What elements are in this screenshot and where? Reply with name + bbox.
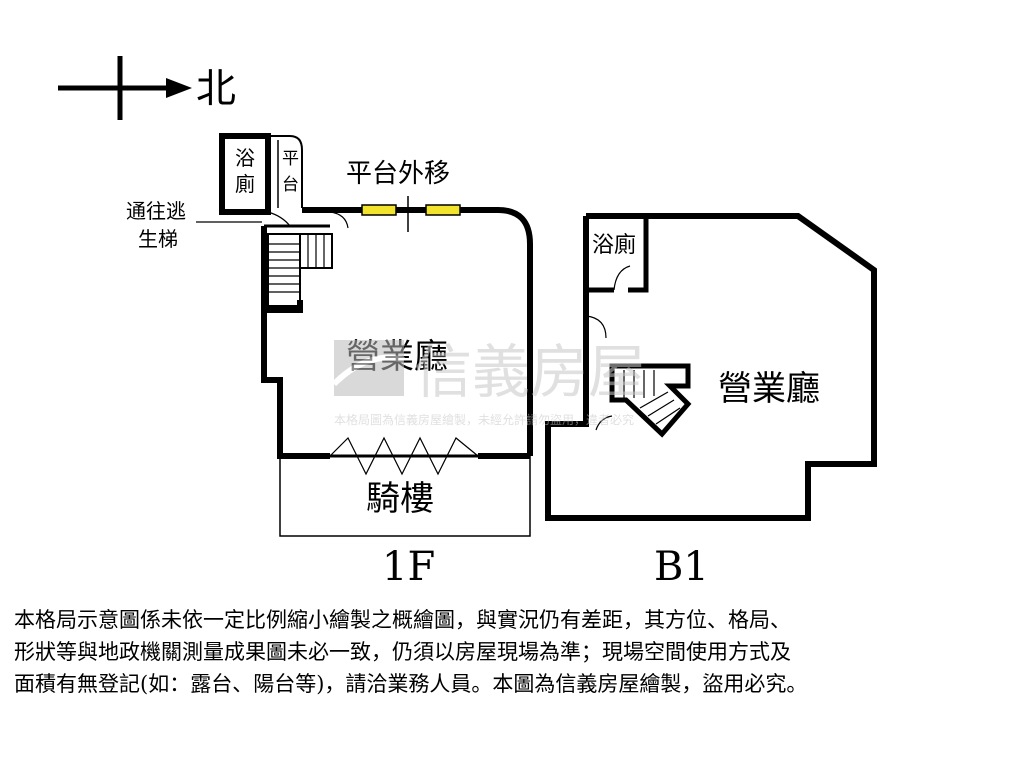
north-label: 北 bbox=[196, 66, 236, 112]
hall-b1-label: 營業廳 bbox=[718, 369, 820, 409]
watermark-brand: 信義房屋 bbox=[414, 338, 646, 406]
platform-label: 平台 bbox=[282, 149, 299, 195]
disclaimer-line-1: 本格局示意圖係未依一定比例縮小繪製之概繪圖，與實況仍有差距，其方位、格局、 bbox=[14, 608, 791, 632]
window-2 bbox=[425, 204, 461, 216]
bathroom-1f-walls bbox=[219, 133, 271, 215]
arcade-area bbox=[279, 455, 531, 537]
floor-plan-drawing: 北 浴廁 平台 平台外移 bbox=[58, 56, 877, 590]
main-wall-b1 bbox=[545, 213, 877, 521]
stair-b1 bbox=[609, 363, 692, 438]
escape-stair-label-2: 生梯 bbox=[138, 227, 178, 251]
floor-b1-label: B1 bbox=[654, 544, 709, 590]
disclaimer-line-2: 形狀等與地政機關測量成果圖未必一致，仍須以房屋現場為準；現場空間使用方式及 bbox=[14, 640, 791, 664]
bathroom-1f-char1: 浴廁 bbox=[235, 146, 255, 196]
platform-moved-label: 平台外移 bbox=[346, 159, 450, 189]
stair-1f bbox=[267, 233, 333, 307]
disclaimer: 本格局示意圖係未依一定比例縮小繪製之概繪圖，與實況仍有差距，其方位、格局、 形狀… bbox=[14, 604, 1014, 700]
door-arc-1f bbox=[329, 211, 349, 229]
bathroom-b1-label: 浴廁 bbox=[592, 233, 636, 258]
disclaimer-line-3: 面積有無登記(如：露台、陽台等)，請洽業務人員。本圖為信義房屋繪製，盜用必究。 bbox=[14, 672, 808, 696]
escape-stair-label-1: 通往逃 bbox=[126, 199, 186, 223]
window-1 bbox=[361, 204, 397, 216]
platform-outline bbox=[268, 135, 303, 208]
watermark: 信義房屋 本格局圖為信義房屋繪製，未經允許請勿盜用，違者必究 bbox=[331, 338, 646, 427]
floor-b1: 浴廁 營業廳 B1 bbox=[545, 213, 877, 590]
main-wall-1f bbox=[302, 207, 533, 456]
north-arrow: 北 bbox=[58, 56, 236, 120]
arcade-label: 騎樓 bbox=[366, 479, 434, 519]
watermark-logo bbox=[334, 340, 404, 396]
bathroom-b1-walls bbox=[586, 216, 649, 293]
watermark-notice: 本格局圖為信義房屋繪製，未經允許請勿盜用，違者必究 bbox=[334, 412, 634, 427]
floor-1f-label: 1F bbox=[382, 544, 435, 590]
